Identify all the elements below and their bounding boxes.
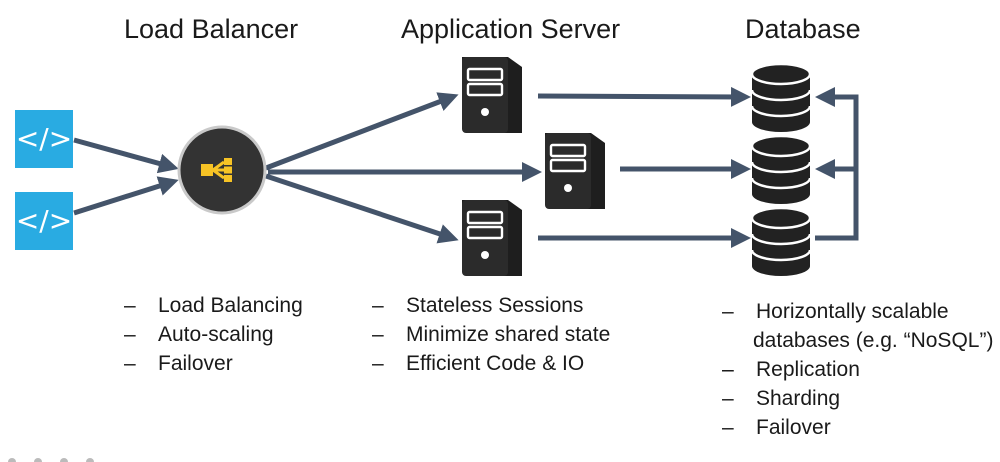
bullet-item: Auto-scaling: [124, 320, 303, 349]
arrow-client1-to-lb: [73, 137, 179, 174]
bullet-item: Sharding: [722, 384, 993, 413]
database-stack-icon: [750, 206, 812, 278]
database-sub-bullets: Replication Sharding Failover: [722, 355, 993, 442]
architecture-diagram: </> </>: [15, 55, 859, 278]
svg-text:</>: </>: [16, 204, 72, 237]
bullet-text: Horizontally scalable: [756, 300, 949, 323]
load-balancer-bullets: Load Balancing Auto-scaling Failover: [124, 291, 303, 378]
arrow-lb-to-server-bottom: [265, 173, 459, 244]
bullet-item: Horizontally scalable databases (e.g. “N…: [722, 297, 993, 355]
database-stack-icon: [750, 62, 812, 134]
arrow-lb-to-server-top: [265, 92, 459, 171]
client-code-icon: </>: [15, 110, 73, 168]
bullet-item: Replication: [722, 355, 993, 384]
bullet-item: Efficient Code & IO: [372, 349, 610, 378]
svg-text:</>: </>: [16, 122, 72, 155]
arrow-client2-to-lb: [73, 176, 179, 216]
sub-list-container: Replication Sharding Failover: [722, 355, 993, 442]
heading-load-balancer: Load Balancer: [124, 14, 299, 44]
database-stack-icon: [750, 134, 812, 206]
client-code-icon: </>: [15, 192, 73, 250]
load-balancer-icon: [177, 125, 267, 215]
heading-application-server: Application Server: [401, 14, 621, 44]
server-tower-icon: [543, 131, 607, 211]
bullet-text: databases (e.g. “NoSQL”): [753, 329, 994, 352]
decorative-dots: [8, 458, 94, 462]
server-tower-icon: [460, 55, 524, 135]
database-bullets: Horizontally scalable databases (e.g. “N…: [722, 297, 993, 442]
arrow-server-top-to-db: [537, 86, 751, 107]
bullet-item: Minimize shared state: [372, 320, 610, 349]
server-tower-icon: [460, 198, 524, 278]
bullet-item: Failover: [124, 349, 303, 378]
bullet-item: Load Balancing: [124, 291, 303, 320]
app-server-bullets: Stateless Sessions Minimize shared state…: [372, 291, 610, 378]
heading-database: Database: [745, 14, 861, 44]
bullet-item: Stateless Sessions: [372, 291, 610, 320]
bullet-item: Failover: [722, 413, 993, 442]
